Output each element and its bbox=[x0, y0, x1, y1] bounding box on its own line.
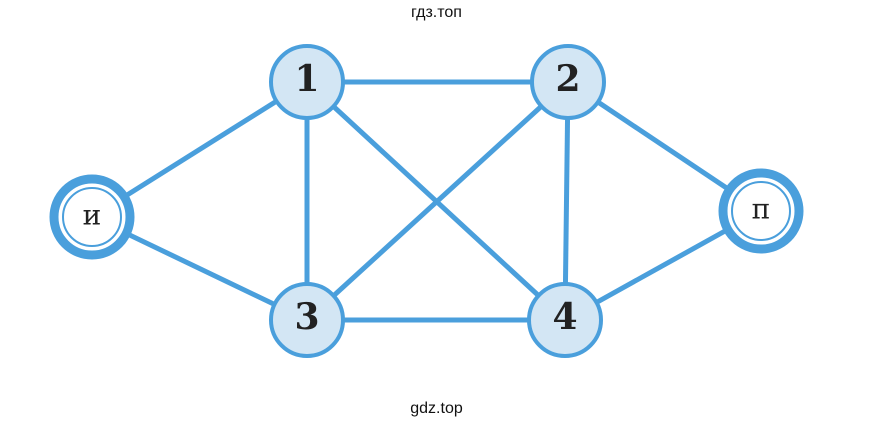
node-2: 2 bbox=[530, 44, 606, 120]
watermark-top: гдз.топ bbox=[411, 4, 462, 21]
edge-2-3 bbox=[305, 80, 570, 322]
node-label: и bbox=[83, 199, 102, 232]
watermark-bottom: gdz.top bbox=[410, 400, 463, 417]
node-label: 3 bbox=[294, 296, 319, 338]
node-и: и bbox=[49, 174, 135, 260]
edge-2-4 bbox=[562, 81, 571, 321]
node-label: 4 bbox=[552, 296, 577, 338]
node-label: 2 bbox=[555, 58, 580, 100]
node-3: 3 bbox=[269, 282, 345, 358]
node-1: 1 bbox=[269, 44, 345, 120]
node-label: 1 bbox=[294, 58, 319, 100]
node-label: п bbox=[752, 193, 771, 226]
node-4: 4 bbox=[527, 282, 603, 358]
node-п: п bbox=[718, 168, 804, 254]
